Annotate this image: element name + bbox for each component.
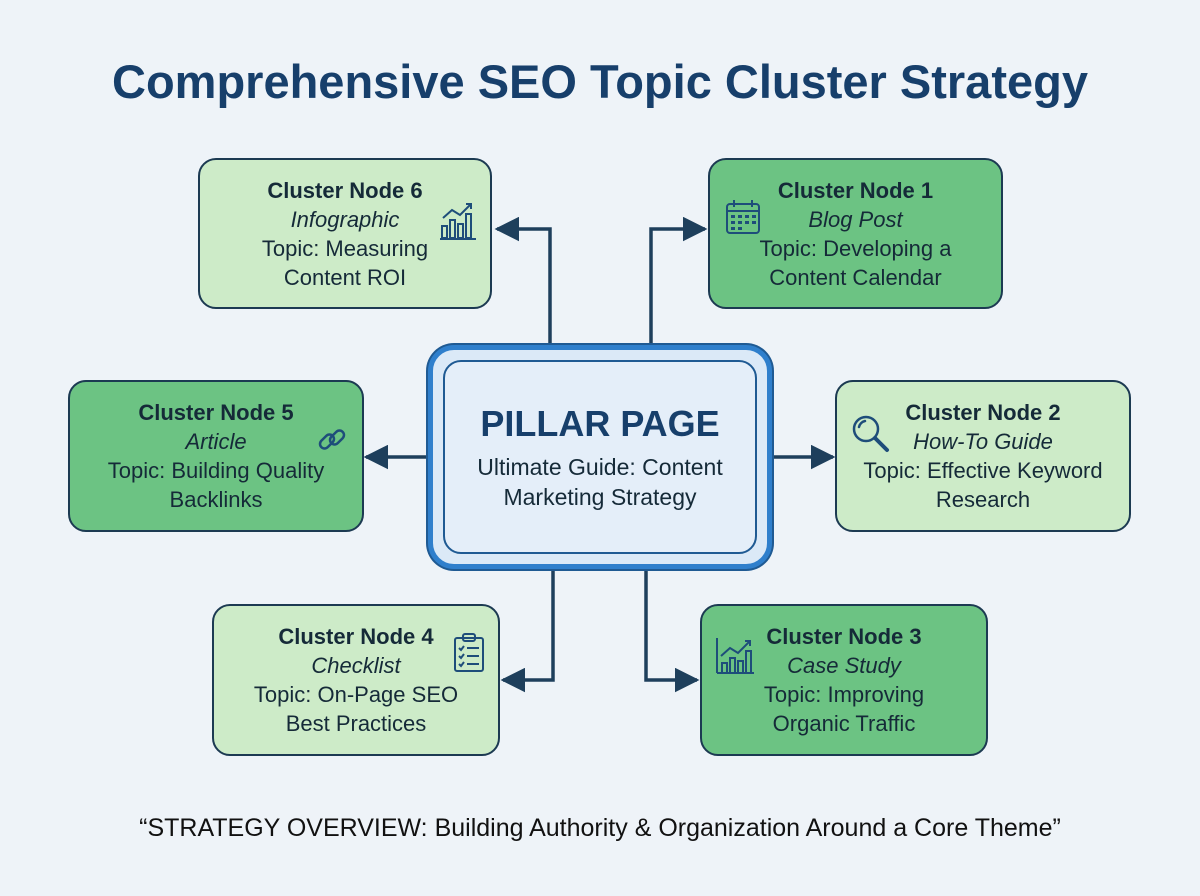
cluster-node-4: Cluster Node 4 Checklist Topic: On-Page … bbox=[212, 604, 500, 756]
node-type: Article bbox=[185, 429, 247, 454]
node-title: Cluster Node 3 bbox=[766, 624, 922, 649]
diagram-title: Comprehensive SEO Topic Cluster Strategy bbox=[112, 55, 1088, 108]
cluster-node-5: Cluster Node 5 Article Topic: Building Q… bbox=[68, 380, 364, 532]
node-type: How-To Guide bbox=[913, 429, 1053, 454]
cluster-node-3: Cluster Node 3 Case Study Topic: Improvi… bbox=[700, 604, 988, 756]
trend-chart-icon bbox=[716, 638, 754, 674]
arrow-to-node-1 bbox=[649, 216, 708, 345]
node-type: Checklist bbox=[311, 653, 401, 678]
pillar-page-inner: PILLAR PAGE Ultimate Guide: Content Mark… bbox=[443, 360, 757, 554]
arrow-to-node-4 bbox=[500, 569, 555, 693]
node-topic: Topic: On-Page SEO Best Practices bbox=[253, 682, 459, 736]
node-topic: Topic: Improving Organic Traffic bbox=[763, 682, 925, 736]
node-title: Cluster Node 6 bbox=[267, 177, 423, 203]
bar-chart-icon bbox=[440, 203, 476, 240]
node-topic: Topic: Developing a Content Calendar bbox=[759, 235, 952, 290]
cluster-node-1: Cluster Node 1 Blog Post Topic: Developi… bbox=[708, 158, 1003, 309]
node-title: Cluster Node 4 bbox=[278, 624, 434, 649]
cluster-node-2: Cluster Node 2 How-To Guide Topic: Effec… bbox=[835, 380, 1131, 532]
node-type: Blog Post bbox=[808, 206, 903, 232]
calendar-icon bbox=[726, 200, 760, 234]
pillar-subtitle: Ultimate Guide: Content Marketing Strate… bbox=[477, 454, 723, 510]
strategy-overview-caption: “STRATEGY OVERVIEW: Building Authority &… bbox=[139, 814, 1061, 842]
pillar-page: PILLAR PAGE Ultimate Guide: Content Mark… bbox=[428, 345, 772, 569]
node-title: Cluster Node 5 bbox=[138, 400, 294, 425]
link-icon bbox=[318, 429, 346, 450]
node-type: Case Study bbox=[787, 653, 901, 678]
pillar-title: PILLAR PAGE bbox=[480, 403, 720, 444]
node-topic: Topic: Building Quality Backlinks bbox=[107, 458, 325, 512]
node-topic: Topic: Effective Keyword Research bbox=[863, 458, 1103, 512]
node-topic: Topic: Measuring Content ROI bbox=[261, 235, 429, 290]
clipboard-checklist-icon bbox=[454, 633, 484, 672]
arrow-to-node-3 bbox=[644, 569, 700, 693]
magnifier-icon bbox=[852, 415, 889, 452]
node-title: Cluster Node 1 bbox=[777, 177, 934, 203]
cluster-node-6: Cluster Node 6 Infographic Topic: Measur… bbox=[198, 158, 492, 309]
node-type: Infographic bbox=[290, 206, 400, 232]
node-title: Cluster Node 2 bbox=[905, 400, 1061, 425]
arrow-to-node-6 bbox=[494, 216, 552, 345]
